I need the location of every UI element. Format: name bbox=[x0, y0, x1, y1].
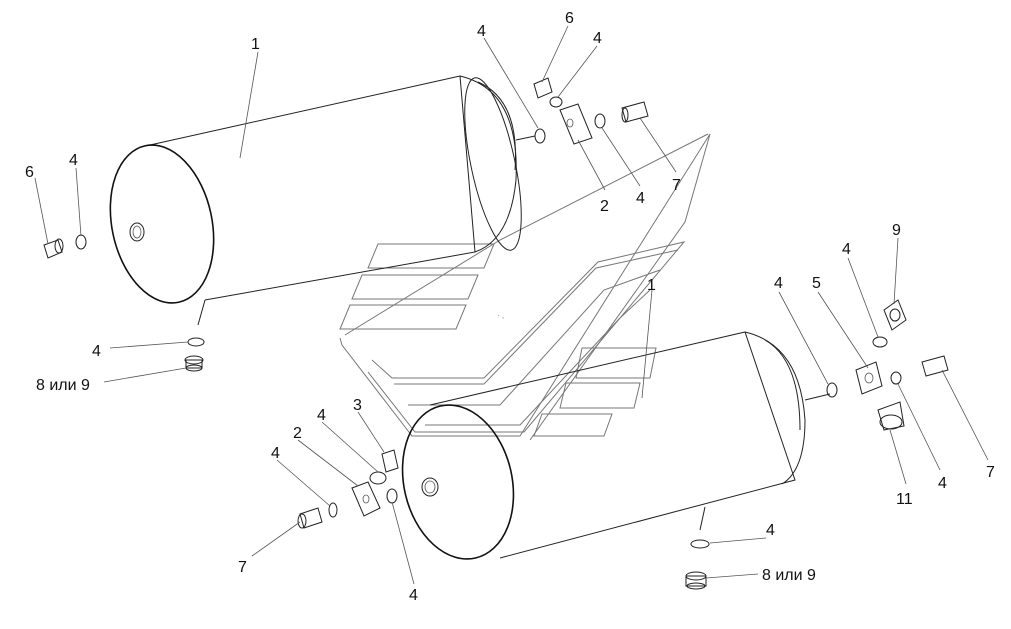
drain-plug-icon bbox=[921, 355, 949, 377]
drain-valve-icon bbox=[877, 401, 905, 431]
label-4-bottom-lower: 4 bbox=[766, 522, 775, 539]
label-4-right-a: 4 bbox=[774, 275, 783, 292]
drain-plug-icon bbox=[43, 238, 64, 259]
fitting-icon bbox=[855, 361, 883, 395]
label-4-bottom-upper: 4 bbox=[92, 343, 101, 360]
label-7-lower: 7 bbox=[238, 559, 247, 576]
leader-lines bbox=[34, 25, 989, 585]
sealing-ring-icon bbox=[549, 96, 563, 108]
label-7-upper: 7 bbox=[672, 177, 681, 194]
label-4-lower-c: 4 bbox=[409, 587, 418, 604]
label-5: 5 bbox=[812, 275, 821, 292]
drain-valve-icon bbox=[883, 299, 907, 331]
sealing-ring-icon bbox=[369, 471, 387, 485]
drain-plug-icon bbox=[533, 77, 553, 99]
label-9: 9 bbox=[892, 222, 901, 239]
label-4-right-b: 4 bbox=[842, 241, 851, 258]
sealing-ring-icon bbox=[187, 337, 205, 347]
drain-valve-icon bbox=[184, 355, 204, 372]
sealing-ring-icon bbox=[826, 382, 838, 398]
label-2-upper: 2 bbox=[600, 198, 609, 215]
sealing-ring-icon bbox=[690, 539, 710, 549]
label-2-lower: 2 bbox=[293, 425, 302, 442]
sealing-ring-icon bbox=[534, 128, 546, 144]
label-3: 3 bbox=[353, 397, 362, 414]
label-4-lower-a: 4 bbox=[317, 407, 326, 424]
label-1-upper: 1 bbox=[251, 36, 260, 53]
label-4-upper-mid: 4 bbox=[636, 190, 645, 207]
part-labels: 1 6 4 4 8 или 9 4 6 4 2 4 7 1 4 5 4 9 4 … bbox=[25, 10, 995, 604]
air-receiver-upper bbox=[109, 75, 536, 326]
label-4-lower-b: 4 bbox=[271, 445, 280, 462]
drain-plug-icon bbox=[621, 101, 649, 123]
sealing-ring-icon bbox=[328, 502, 338, 518]
label-6-top: 6 bbox=[565, 10, 574, 27]
label-7-right: 7 bbox=[986, 464, 995, 481]
watermark-dots: · , bbox=[497, 311, 504, 320]
label-11: 11 bbox=[896, 491, 913, 508]
fitting-icon bbox=[351, 481, 381, 517]
drain-plug-icon bbox=[297, 507, 323, 529]
label-4-right-c: 4 bbox=[938, 475, 947, 492]
sealing-ring-icon bbox=[890, 371, 902, 385]
sealing-ring-icon bbox=[594, 113, 606, 129]
sealing-ring-icon bbox=[75, 234, 87, 250]
label-6-left: 6 bbox=[25, 164, 34, 181]
label-8-or-9-upper: 8 или 9 bbox=[36, 377, 90, 394]
label-1-lower: 1 bbox=[647, 277, 656, 294]
drain-valve-icon bbox=[685, 571, 707, 590]
label-4-left: 4 bbox=[69, 152, 78, 169]
label-4-top-right: 4 bbox=[593, 30, 602, 47]
sealing-ring-icon bbox=[872, 336, 888, 348]
fitting-icon bbox=[559, 103, 593, 145]
sealing-ring-icon bbox=[386, 488, 398, 504]
label-8-or-9-lower: 8 или 9 bbox=[762, 567, 816, 584]
air-receiver-lower bbox=[401, 331, 831, 560]
drain-valve-icon bbox=[381, 449, 399, 473]
logo-watermark: · , bbox=[339, 133, 711, 441]
label-4-top: 4 bbox=[477, 23, 486, 40]
